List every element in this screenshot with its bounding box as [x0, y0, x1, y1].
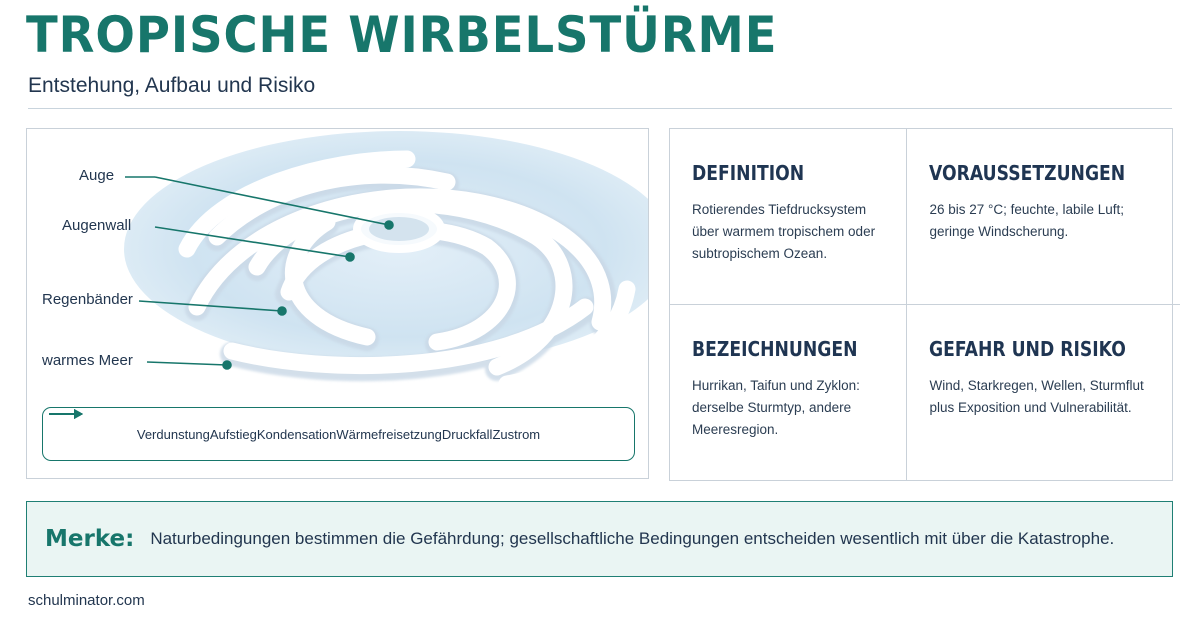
process-step: Aufstieg	[209, 426, 257, 442]
arrow-right-icon	[49, 409, 83, 419]
card-title: DEFINITION	[692, 161, 805, 185]
card-title: VORAUSSETZUNGEN	[929, 161, 1126, 185]
page-subtitle: Entstehung, Aufbau und Risiko	[28, 74, 316, 97]
process-step: Kondensation	[256, 426, 337, 442]
leader-lines	[125, 176, 394, 370]
footer-source: schulminator.com	[28, 592, 145, 609]
card-bezeichnungen: BEZEICHNUNGEN Hurrikan, Taifun und Zyklo…	[670, 304, 908, 480]
merke-text: Naturbedingungen bestimmen die Gefährdun…	[150, 529, 1115, 548]
card-text: 26 bis 27 °C; feuchte, labile Luft; geri…	[929, 202, 1124, 239]
card-text: Rotierendes Tiefdrucksystem über warmem …	[692, 202, 876, 261]
cyclone-diagram-panel: Auge Augenwall Regenbänder warmes Meer V…	[26, 128, 649, 479]
info-card-grid: DEFINITION Rotierendes Tiefdrucksystem ü…	[669, 128, 1181, 481]
page-title: TROPISCHE WIRBELSTÜRME	[26, 6, 778, 64]
process-step: Druckfall	[441, 426, 493, 442]
eye-center	[369, 217, 429, 241]
label-auge: Auge	[79, 167, 115, 184]
label-augenwall: Augenwall	[62, 217, 132, 234]
cyclone-illustration	[124, 131, 648, 393]
card-voraussetzungen: VORAUSSETZUNGEN 26 bis 27 °C; feuchte, l…	[907, 129, 1181, 305]
merke-label: Merke:	[45, 526, 135, 552]
card-text: Wind, Starkregen, Wellen, Sturmflut plus…	[929, 377, 1144, 415]
process-step: Verdunstung	[136, 426, 210, 442]
card-title: BEZEICHNUNGEN	[692, 336, 858, 361]
process-chain: Verdunstung Aufstieg Kondensation Wärmef…	[42, 407, 635, 461]
card-gefahr-und-risiko: GEFAHR UND RISIKO Wind, Starkregen, Well…	[907, 305, 1180, 481]
spiral-cloud-bands	[178, 150, 636, 393]
header-divider	[28, 108, 1172, 109]
merke-box: Merke: Naturbedingungen bestimmen die Ge…	[26, 501, 1173, 577]
card-definition: DEFINITION Rotierendes Tiefdrucksystem ü…	[670, 129, 908, 305]
process-step: Zustrom	[492, 426, 541, 442]
process-step: Wärmefreisetzung	[336, 426, 442, 442]
label-warmes-meer: warmes Meer	[42, 352, 133, 369]
card-text: Hurrikan, Taifun und Zyklon: derselbe St…	[692, 377, 860, 437]
card-title: GEFAHR UND RISIKO	[929, 336, 1127, 361]
label-regenbaender: Regenbänder	[42, 291, 133, 308]
